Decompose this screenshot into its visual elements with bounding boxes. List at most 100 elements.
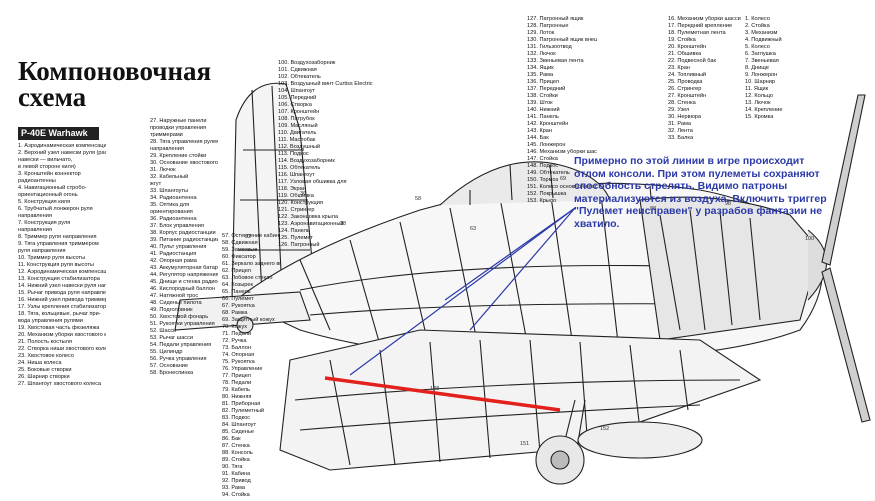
legend-item: 22. Створка ниши хвостового колеса [18, 346, 106, 352]
legend-item: 12. Кольцо [745, 93, 774, 99]
legend-item: 75. Рукоятка [222, 359, 255, 365]
legend-item: 76. Управление [222, 366, 263, 372]
legend-item: вода управления рулями [18, 318, 83, 324]
legend-item: 121. Стрингер [278, 207, 315, 213]
legend-item: 58. Сдвижная [222, 240, 258, 246]
legend-item: 19. Стойка [668, 37, 696, 43]
legend-item: 94. Стойка [222, 492, 250, 498]
legend-item: 147. Стойка [527, 156, 558, 162]
legend-item: 49. Подголовник [150, 307, 193, 313]
legend-item: 116. Шпангоут [278, 172, 315, 178]
legend-item: 57. Остекление кабины для заднего обзора [222, 233, 280, 239]
legend-item: 9. Тяга управления триммером [18, 241, 99, 247]
page-title: Компоновочная схема [18, 56, 212, 112]
legend-item: 79. Кабель [222, 387, 250, 393]
legend-item: 87. Стенка [222, 443, 250, 449]
svg-text:63: 63 [470, 226, 476, 232]
legend-item: 35. Оптика для [150, 202, 190, 208]
legend-item: 108. Патрубок [278, 116, 315, 122]
legend-item: 69. Защитный кожух [222, 317, 275, 323]
legend-item: 146. Механизм уборки шасси [527, 149, 597, 155]
legend-item: 2. Стойка [745, 23, 770, 29]
legend-item: 6. Трубчатый лонжерон руля [18, 206, 93, 212]
legend-item: 13. Конструкция стабилизатора [18, 276, 100, 282]
legend-item: 105. Передний [278, 95, 317, 101]
legend-item: 53. Рычаг шасси [150, 335, 194, 341]
legend-item: в левой стороне киля) [18, 164, 76, 170]
legend-item: 55. Цилиндр [150, 349, 183, 355]
legend-item: 14. Нижний узел навески руля направления [18, 283, 106, 289]
legend-item: 117. Узловая обшивка для [278, 179, 347, 185]
legend-item: 142. Кронштейн [527, 121, 569, 127]
legend-item: 110. Двигатель [278, 130, 317, 136]
legend-item: 83. Подкос [222, 415, 251, 421]
legend-item: 135. Рама [527, 72, 554, 78]
legend-item: 82. Пулеметный [222, 408, 264, 414]
model-badge: P-40E Warhawk [18, 127, 99, 140]
legend-item: 68. Рамка [222, 310, 248, 316]
legend-item: 1. Аэродинамическая компенсация руля нап… [18, 143, 106, 149]
legend-item: 54. Педали управления [150, 342, 212, 348]
legend-item: 127. Патронный ящик [527, 16, 584, 22]
legend-item: 15. Рычаг привода руля направления [18, 290, 106, 296]
legend-item: 24. Ниша колеса [18, 360, 62, 366]
legend-item: 136. Прицел [527, 79, 560, 85]
legend-item: 139. Шток [527, 100, 553, 106]
legend-item: 67. Рукоятка [222, 303, 255, 309]
legend-item: направления [18, 213, 52, 219]
legend-item: 128. Патронные [527, 23, 569, 29]
legend-item: 32. Лента [668, 128, 693, 134]
legend-item: 152. Покрышка [527, 191, 567, 197]
legend-item: 132. Лючок [527, 51, 556, 57]
legend-item: 26. Стрингер [668, 86, 702, 92]
legend-item: 17. Узлы крепления стабилизатора [18, 304, 106, 310]
legend-item: 100. Воздухозаборник [278, 60, 336, 66]
legend-item: 14. Крепление [745, 107, 783, 113]
legend-item: 85. Сиденье [222, 429, 254, 435]
legend-item: 37. Блок управления [150, 223, 204, 229]
legend-item: 151. Колесо основной опоры [527, 184, 597, 190]
legend-item: 52. Шасси [150, 328, 177, 334]
legend-item: 45. Днище и стенка радиоотсека [150, 279, 218, 285]
legend-item: 93. Рама [222, 485, 245, 491]
legend-item: 109. Масляный [278, 123, 318, 129]
legend-item: 11. Конструкция руля высоты [18, 262, 94, 268]
legend-item: 58. Бронеспинка [150, 370, 194, 376]
legend-item: 115. Обтекатель [278, 165, 321, 171]
legend-item: направления [150, 146, 184, 152]
legend-item: 114. Воздухозаборник [278, 158, 335, 164]
svg-text:98: 98 [725, 201, 731, 207]
legend-item: 17. Передний крепление [668, 23, 733, 29]
legend-item: 31. Лючок [150, 167, 176, 173]
legend-item: 11. Ящик [745, 86, 769, 92]
legend-item: 33. Шпангоуты [150, 188, 189, 194]
legend-item: навески — вильчато, [18, 157, 73, 163]
legend-item: 120. Конструкция [278, 200, 323, 206]
legend-item: 41. Радиостанция [150, 251, 197, 257]
title-line-1: Компоновочная [18, 56, 212, 86]
legend-item: 3. Механизм [745, 30, 778, 36]
legend-item: 10. Триммер руля высоты [18, 255, 86, 261]
legend-item: 4. Навигационный стробо- [18, 185, 87, 191]
legend-item: 106. Створка [278, 102, 312, 108]
legend-item: 33. Балка [668, 135, 694, 141]
svg-text:69: 69 [560, 176, 566, 182]
legend-item: 10. Шарнир [745, 79, 776, 85]
legend-item: 86. Бак [222, 436, 241, 442]
legend-item: 66. Пулемет [222, 296, 254, 302]
legend-item: 71. Педали [222, 331, 252, 337]
svg-text:32: 32 [245, 234, 251, 240]
legend-item: 5. Конструкция киля [18, 199, 71, 205]
legend-item: 23. Хвостовое колесо [18, 353, 75, 359]
legend-item: 20. Механизм уборки хвостового колеса [18, 332, 106, 338]
title-line-2: схема [18, 82, 87, 112]
legend-item: 4. Подвижный [745, 37, 782, 43]
legend-item: 78. Педали [222, 380, 252, 386]
legend-item: 16. Нижний узел привода триммера [18, 297, 106, 303]
legend-item: 27. Кронштейн [668, 93, 707, 99]
legend-item: 90. Тяга [222, 464, 243, 470]
legend-item: направления [18, 227, 52, 233]
